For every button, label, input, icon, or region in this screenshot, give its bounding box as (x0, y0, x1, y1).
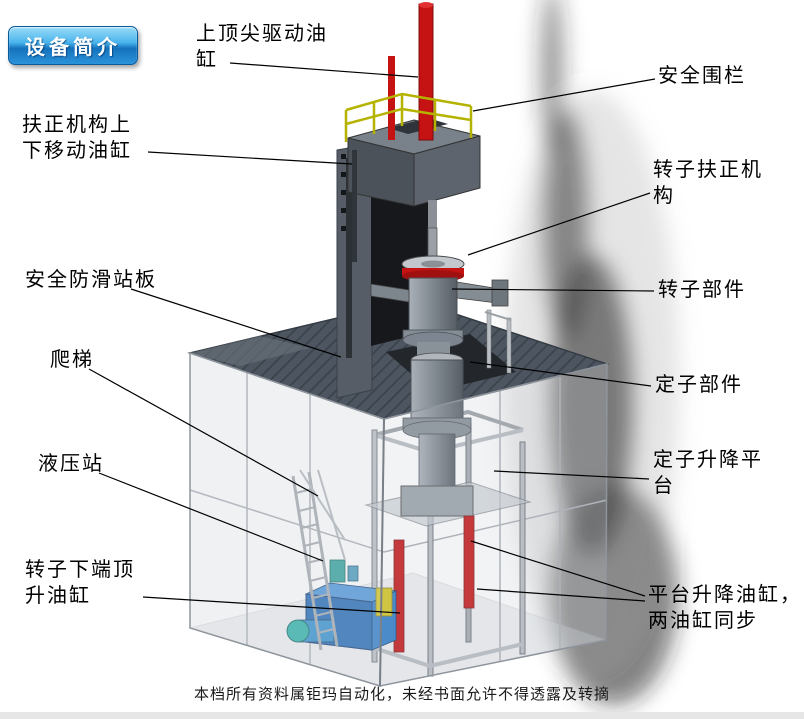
bottom-strip (0, 712, 804, 719)
stator-assembly (400, 352, 474, 517)
label-rotor-centering-mechanism: 转子扶正机 构 (653, 157, 763, 207)
label-ladder: 爬梯 (50, 347, 94, 371)
hydraulic-motor (286, 619, 310, 643)
label-rotor-bottom-jack-cylinder: 转子下端顶 升油缸 (25, 557, 135, 607)
title-badge-label: 设备简介 (25, 35, 121, 59)
label-centering-lift-cylinder: 扶正机构上 下移动油缸 (22, 112, 132, 162)
safety-fence-railing (344, 92, 473, 142)
confidentiality-note: 本档所有资料属钜玛自动化，未经书面允许不得透露及转摘 (193, 685, 611, 703)
label-stator-component: 定子部件 (655, 372, 743, 396)
label-anti-slip-platform: 安全防滑站板 (25, 267, 157, 291)
label-hydraulic-station: 液压站 (38, 451, 104, 475)
label-safety-fence: 安全围栏 (658, 63, 746, 87)
title-badge: 设备简介 (8, 26, 138, 65)
label-top-drive-cylinder: 上顶尖驱动油 缸 (196, 21, 328, 71)
centering-lift-cylinder-rod (352, 150, 357, 262)
label-rotor-component: 转子部件 (658, 277, 746, 301)
label-platform-lift-cylinders: 平台升降油缸， 两油缸同步 (648, 582, 802, 632)
label-stator-lift-platform: 定子升降平 台 (653, 447, 763, 497)
